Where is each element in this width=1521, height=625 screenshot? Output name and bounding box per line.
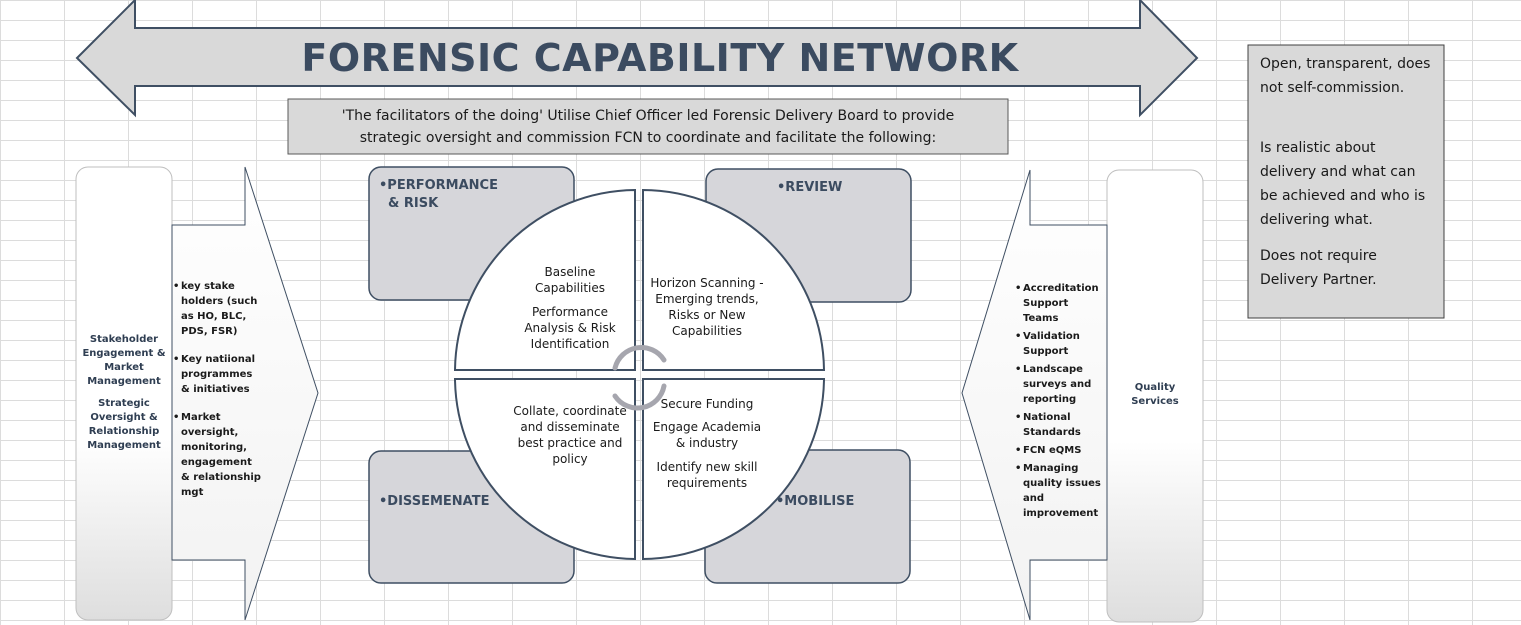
right-bullet-item: National Standards [1015,410,1107,440]
subtitle-box [287,98,1009,155]
performance-risk-label: •PERFORMANCE & RISK [379,178,498,211]
quadrant-br-text-2: Engage Academia & industry [652,420,762,450]
quadrant-top-right [642,188,826,371]
left-bullet-item: Market oversight, monitoring, engagement… [173,410,263,500]
page-title: FORENSIC CAPABILITY NETWORK [301,36,1019,80]
left-bullet-item: key stake holders (such as HO, BLC, PDS,… [173,279,263,339]
right-bullet-item: FCN eQMS [1015,443,1107,458]
quadrant-br-text-1: Secure Funding [660,397,754,411]
quadrant-tl-text-1: Baseline Capabilities [535,265,605,295]
right-pillar-label: Quality Services [1131,382,1179,407]
quadrant-br-text-3: Identify new skill requirements [656,460,758,490]
mobilise-label: •MOBILISE [776,494,855,509]
cycle-arrow-top [612,345,667,371]
quadrant-top-left [453,188,636,371]
right-bullet-list: Accreditation Support Teams Validation S… [1015,281,1107,521]
left-bullet-list: key stake holders (such as HO, BLC, PDS,… [173,279,263,500]
subtitle-line-2: strategic oversight and commission FCN t… [359,129,937,146]
cycle-arrow-bottom [612,383,667,411]
left-pillar-label-1: Stakeholder Engagement & Market Manageme… [82,334,166,387]
principles-box [1247,44,1445,319]
quadrant-bottom-right [642,378,826,561]
disseminate-label: •DISSEMENATE [379,494,490,509]
quadrant-bl-text: Collate, coordinate and disseminate best… [513,404,627,466]
principle-2: Is realistic about delivery and what can… [1260,140,1426,228]
right-bullet-item: Accreditation Support Teams [1015,281,1107,326]
subtitle-line-1: 'The facilitators of the doing' Utilise … [341,107,955,124]
double-arrow-banner [75,0,1199,118]
subtitle: 'The facilitators of the doing' Utilise … [288,99,1008,154]
left-bullet-item: Key natiional programmes & initiatives [173,352,263,397]
right-bullet-item: Validation Support [1015,329,1107,359]
left-pillar-label-2: Strategic Oversight & Relationship Manag… [87,398,161,451]
quadrant-bottom-left [453,378,636,561]
quadrant-tr-text: Horizon Scanning - Emerging trends, Risk… [650,276,764,338]
right-bullet-item: Landscape surveys and reporting [1015,362,1107,407]
principle-3: Does not require Delivery Partner. [1260,248,1377,288]
review-label: •REVIEW [777,180,843,195]
quadrant-tl-text-2: Performance Analysis & Risk Identificati… [524,305,616,351]
left-pillar [75,166,173,621]
principle-1: Open, transparent, does not self-commiss… [1260,56,1431,96]
right-bullet-item: Managing quality issues and improvement [1015,461,1107,521]
